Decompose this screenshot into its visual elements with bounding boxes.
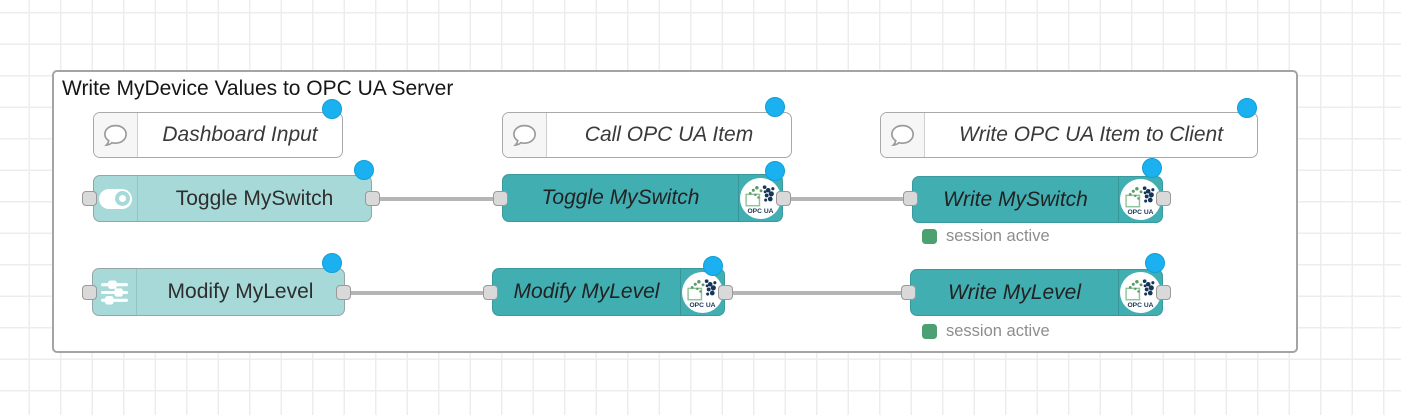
speech-bubble-icon xyxy=(891,124,914,146)
node-write-mylevel-opcua-client[interactable]: Write MyLevel OPC UA xyxy=(910,269,1163,316)
wire-modify-to-item[interactable] xyxy=(344,290,491,295)
comment-icon-area xyxy=(503,113,547,157)
port-toggle-switch-input[interactable] xyxy=(82,191,97,206)
status-green-icon xyxy=(922,229,937,244)
status-text: session active xyxy=(946,322,1050,340)
changed-indicator xyxy=(703,256,723,276)
group-title: Write MyDevice Values to OPC UA Server xyxy=(62,77,454,100)
wire-item-to-write-level[interactable] xyxy=(726,290,909,295)
changed-indicator xyxy=(322,253,342,273)
node-label: Toggle MySwitch xyxy=(175,186,334,210)
node-modify-mylevel-dashboard[interactable]: Modify MyLevel xyxy=(92,268,345,316)
opcua-logo-icon: OPC UA xyxy=(1118,270,1162,315)
comment-label: Call OPC UA Item xyxy=(584,123,754,146)
wire-item-to-write-switch[interactable] xyxy=(784,196,911,201)
comment-label: Dashboard Input xyxy=(162,123,318,146)
port-modify-level-input[interactable] xyxy=(82,285,97,300)
speech-bubble-icon xyxy=(513,124,536,146)
changed-indicator xyxy=(765,97,785,117)
comment-node-dashboard-input[interactable]: Dashboard Input xyxy=(93,112,343,158)
port-write-switch-output[interactable] xyxy=(1156,191,1171,206)
opcua-logo-icon: OPC UA xyxy=(680,269,724,315)
speech-bubble-icon xyxy=(104,124,127,146)
node-toggle-myswitch-opcua-item[interactable]: Toggle MySwitch OPC UA xyxy=(502,174,783,222)
changed-indicator xyxy=(322,99,342,119)
port-modify-item-output[interactable] xyxy=(718,285,733,300)
svg-text:OPC UA: OPC UA xyxy=(689,301,715,308)
changed-indicator xyxy=(1237,98,1257,118)
comment-node-call-opcua-item[interactable]: Call OPC UA Item xyxy=(502,112,792,158)
comment-node-write-opcua-item[interactable]: Write OPC UA Item to Client xyxy=(880,112,1258,158)
node-label: Write MySwitch xyxy=(943,187,1088,211)
port-toggle-item-input[interactable] xyxy=(493,191,508,206)
node-label: Modify MyLevel xyxy=(167,280,314,303)
node-label: Toggle MySwitch xyxy=(541,186,700,209)
toggle-icon xyxy=(94,176,138,221)
node-modify-mylevel-opcua-item[interactable]: Modify MyLevel OPC UA xyxy=(492,268,725,316)
port-modify-item-input[interactable] xyxy=(483,285,498,300)
wire-toggle-to-item[interactable] xyxy=(373,196,501,201)
status-green-icon xyxy=(922,324,937,339)
comment-label: Write OPC UA Item to Client xyxy=(958,123,1224,146)
node-label: Modify MyLevel xyxy=(513,280,660,303)
port-toggle-switch-output[interactable] xyxy=(365,191,380,206)
comment-icon-area xyxy=(94,113,138,157)
opcua-logo-icon: OPC UA xyxy=(1118,177,1162,222)
sliders-icon xyxy=(93,269,137,315)
port-modify-level-output[interactable] xyxy=(336,285,351,300)
changed-indicator xyxy=(1145,253,1165,273)
status-text: session active xyxy=(946,227,1050,245)
svg-text:OPC UA: OPC UA xyxy=(1127,209,1153,216)
status-write-myswitch: session active xyxy=(922,227,1050,246)
node-toggle-myswitch-dashboard[interactable]: Toggle MySwitch xyxy=(93,175,372,222)
svg-text:OPC UA: OPC UA xyxy=(1127,302,1153,309)
changed-indicator xyxy=(1142,158,1162,178)
port-write-level-input[interactable] xyxy=(901,285,916,300)
port-write-level-output[interactable] xyxy=(1156,285,1171,300)
changed-indicator xyxy=(354,160,374,180)
node-label: Write MyLevel xyxy=(947,280,1082,304)
opcua-logo-icon: OPC UA xyxy=(738,175,782,221)
comment-icon-area xyxy=(881,113,925,157)
changed-indicator xyxy=(765,161,785,181)
port-write-switch-input[interactable] xyxy=(903,191,918,206)
port-toggle-item-output[interactable] xyxy=(776,191,791,206)
status-write-mylevel: session active xyxy=(922,322,1050,341)
svg-text:OPC UA: OPC UA xyxy=(747,207,773,214)
node-write-myswitch-opcua-client[interactable]: Write MySwitch OPC UA xyxy=(912,176,1163,223)
